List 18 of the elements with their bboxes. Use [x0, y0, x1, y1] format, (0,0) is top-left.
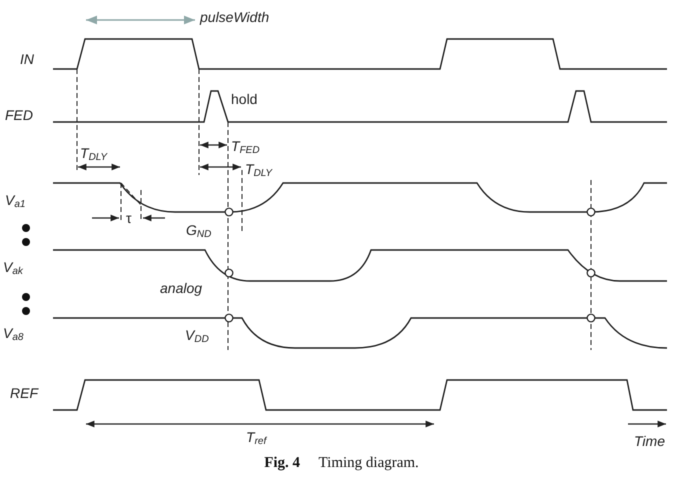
- annotation: pulseWidth: [200, 10, 270, 24]
- signal-name: V$_{a8}$: [3, 326, 24, 343]
- time-label: τ: [126, 211, 132, 225]
- time-label: T$_{FED}$: [231, 139, 260, 156]
- signal-name: FED: [5, 108, 33, 122]
- time-label: T$_{ref}$: [246, 430, 266, 447]
- level-label: V$_{DD}$: [185, 328, 209, 345]
- signal-name: V$_{a1}$: [5, 193, 26, 210]
- axis-label: Time: [634, 434, 665, 448]
- signal-name: V$_{ak}$: [3, 260, 23, 277]
- signal-name: REF: [10, 386, 38, 400]
- figure-caption: Fig. 4 Timing diagram.: [263, 455, 420, 472]
- time-label: T$_{DLY}$: [80, 146, 108, 163]
- time-label: T$_{DLY}$: [245, 162, 272, 179]
- annotation: hold: [231, 92, 258, 106]
- level-label: analog: [160, 281, 202, 295]
- level-label: G$_{ND}$: [186, 223, 212, 240]
- signal-name: IN: [20, 52, 34, 66]
